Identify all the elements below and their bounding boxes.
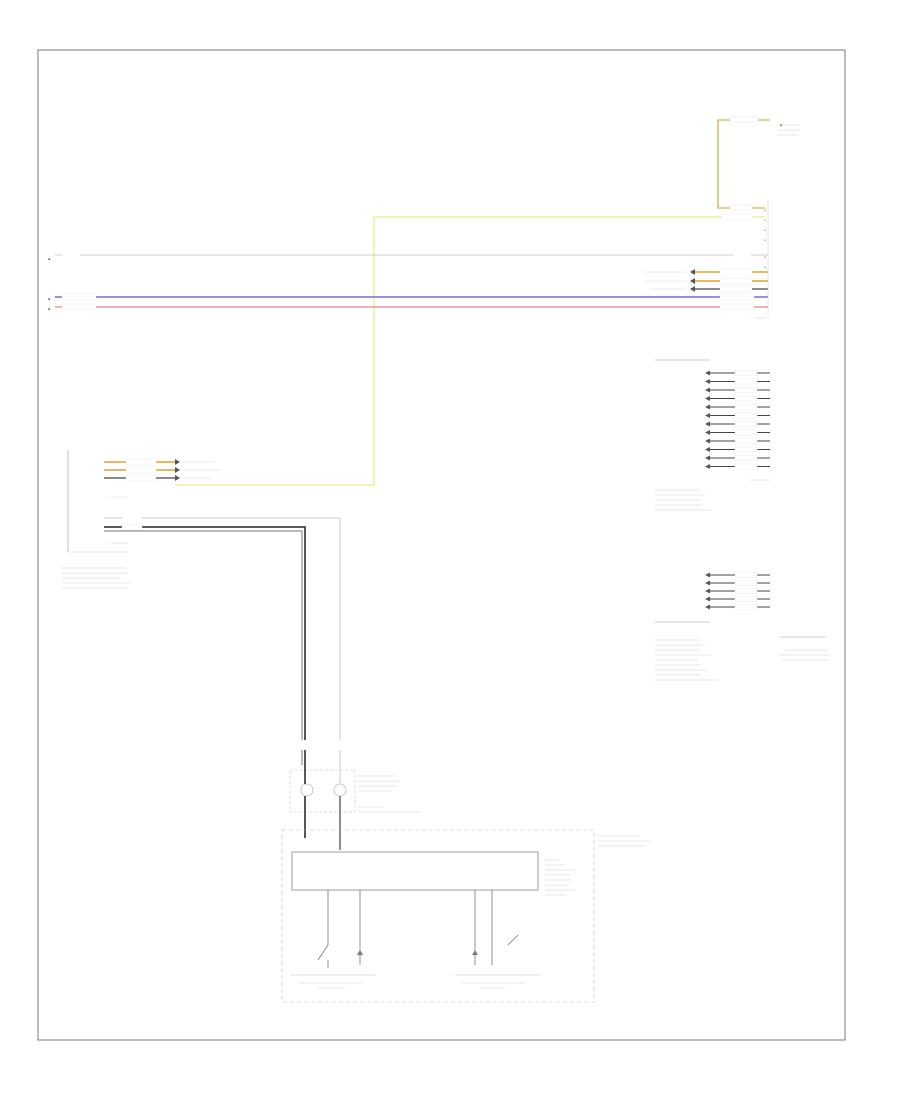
connector-pin-label-box	[734, 438, 758, 444]
connector-pin-label-box	[734, 412, 758, 419]
connector-pin-arrow	[705, 430, 710, 435]
top-connector-group: ▪	[717, 116, 800, 211]
right-pin-block: ▫ ▫ ▫ ▫ ▫ ▫	[755, 200, 770, 319]
connector-pin-label-box	[734, 387, 758, 393]
connector-pin-label-box	[734, 370, 758, 376]
svg-text:▪: ▪	[48, 257, 50, 261]
control-unit-box	[291, 851, 539, 891]
connector-pin-arrow	[705, 596, 710, 602]
connector-pin-arrow	[705, 604, 710, 610]
svg-text:▫: ▫	[764, 228, 766, 232]
diagram-frame	[37, 49, 846, 1041]
connector-pin-arrow	[705, 447, 710, 452]
connector-pin-label-box	[734, 455, 758, 461]
connector-pin-arrow	[705, 572, 710, 578]
svg-text:▪: ▪	[48, 307, 50, 311]
svg-text:▪: ▪	[48, 297, 50, 301]
connector-pin-label-box	[734, 446, 758, 453]
clock-spring-coil-right	[333, 783, 347, 797]
connector-pin-label-box	[734, 429, 758, 436]
steering-wheel-control-module	[281, 829, 650, 1003]
bus-wires: ▪ ▪ ▪	[48, 252, 768, 311]
orange-stubs	[645, 268, 768, 293]
connector-pin-label-box	[734, 580, 758, 586]
clock-spring-coil-left	[300, 783, 314, 797]
connector-pin-arrow	[705, 379, 710, 384]
connector-pin-arrow	[705, 387, 710, 393]
connector-pin-label-box	[734, 596, 758, 602]
connector-pin-label-box	[734, 463, 758, 470]
svg-text:▫: ▫	[764, 255, 766, 259]
connector-pin-arrow	[705, 421, 710, 427]
svg-text:▫: ▫	[764, 265, 766, 269]
connector-pin-label-box	[734, 572, 758, 578]
tiptronic-downshift-button	[290, 890, 375, 989]
steering-column-module	[62, 450, 220, 589]
svg-text:▫: ▫	[764, 218, 766, 222]
selector-lever-sensor-upper	[655, 359, 770, 511]
svg-text:▫: ▫	[764, 238, 766, 242]
yellow-signal-wire	[175, 216, 765, 486]
connector-pin-arrow	[705, 588, 710, 594]
column-to-clockspring-wires	[104, 515, 344, 765]
selector-lever-sensor-lower	[655, 572, 770, 681]
selector-lever-brake-label	[780, 636, 830, 661]
connector-pin-arrow	[705, 464, 710, 469]
steering-wheel-dashed-boundary	[281, 829, 595, 1003]
connector-pin-label-box	[734, 404, 758, 410]
connector-pin-label-box	[734, 378, 758, 385]
tiptronic-upshift-button	[455, 890, 540, 989]
svg-text:▫: ▫	[764, 208, 766, 212]
connector-pin-label-box	[734, 588, 758, 594]
connector-pin-arrow	[705, 438, 710, 444]
connector-pin-label-box	[734, 604, 758, 610]
connector-pin-arrow	[705, 413, 710, 418]
connector-pin-label-box	[734, 395, 758, 402]
connector-pin-arrow	[705, 455, 710, 461]
connector-pin-label-box	[734, 421, 758, 427]
connector-pin-arrow	[705, 404, 710, 410]
connector-pin-arrow	[705, 580, 710, 586]
clock-spring	[289, 765, 420, 850]
connector-pin-arrow	[705, 370, 710, 376]
connector-pin-arrow	[705, 396, 710, 401]
